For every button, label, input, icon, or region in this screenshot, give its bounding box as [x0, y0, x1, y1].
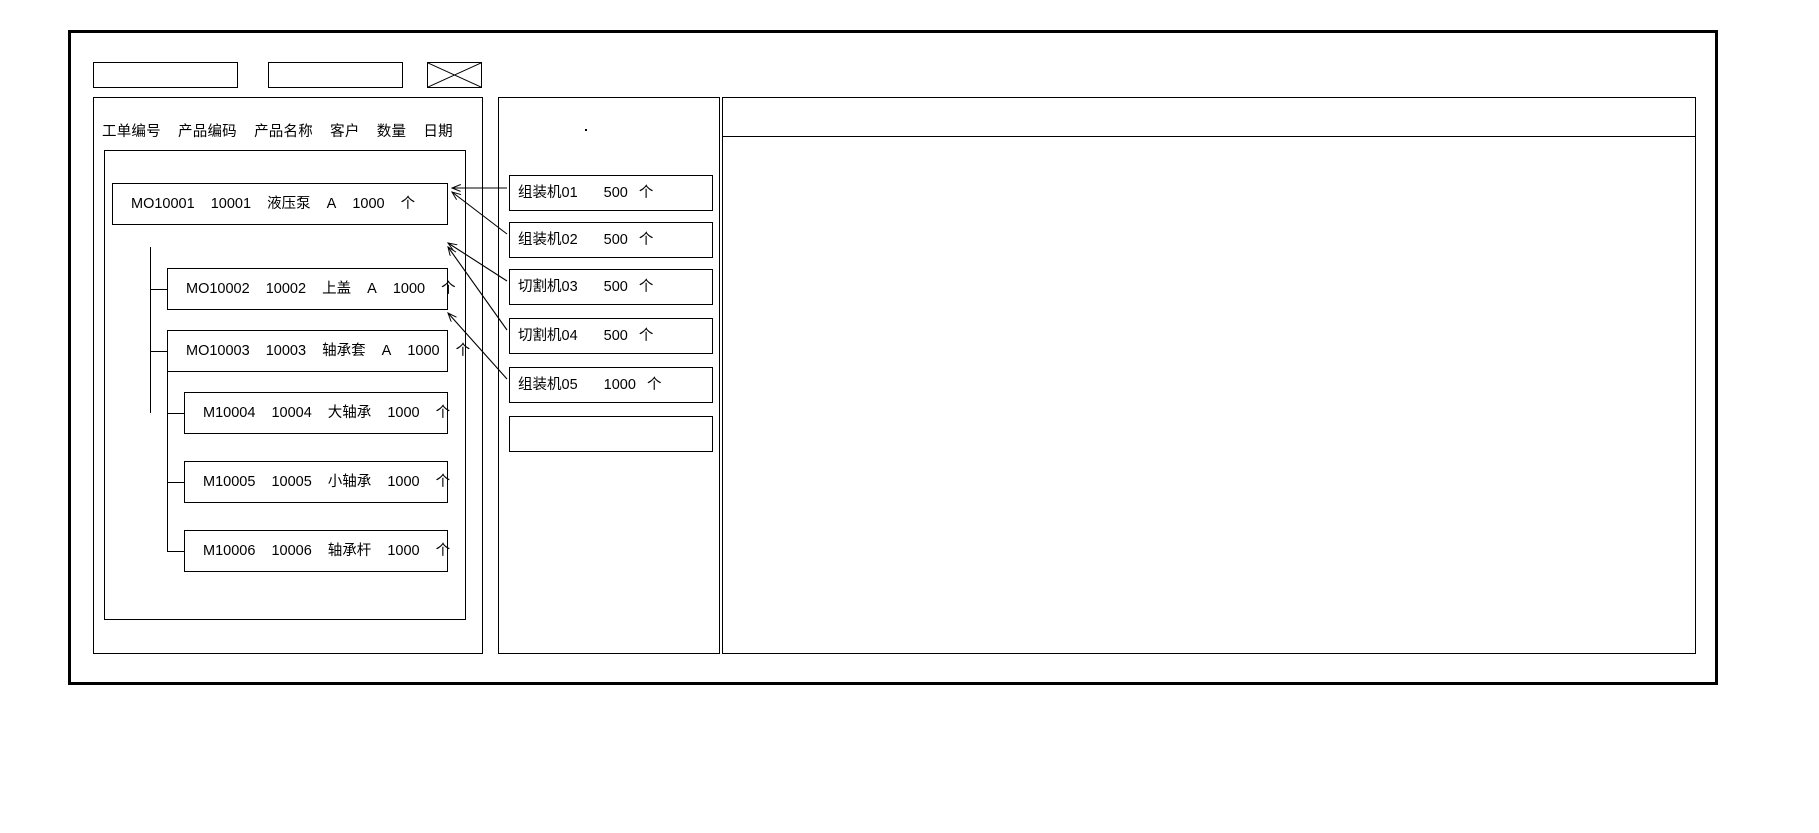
cell-qty: 1000 — [387, 405, 420, 421]
cell-order-no: MO10003 — [186, 343, 250, 359]
tree-connector-trunk-2 — [167, 372, 169, 552]
cell-product-code: 10004 — [271, 405, 312, 421]
tree-row-m10004[interactable]: M10004 10004 大轴承 1000 个 — [184, 392, 451, 434]
machine-qty: 500 — [603, 328, 628, 344]
column-header-customer: 客户 — [330, 124, 360, 140]
cell-product-name: 大轴承 — [327, 405, 372, 421]
machine-row-4[interactable]: 切割机04 500 个 — [509, 318, 713, 354]
cell-unit: 个 — [435, 474, 451, 490]
tree-connector-branch-1 — [150, 289, 167, 291]
cell-customer: A — [367, 281, 377, 297]
cell-qty: 1000 — [387, 474, 420, 490]
machine-name: 切割机03 — [518, 279, 578, 295]
cell-product-code: 10006 — [271, 543, 312, 559]
cell-order-no: M10004 — [203, 405, 256, 421]
detail-panel-header — [723, 98, 1695, 137]
tree-connector-branch-3 — [167, 413, 184, 415]
machine-qty: 500 — [603, 232, 628, 248]
machine-unit: 个 — [638, 328, 654, 344]
cell-order-no: M10006 — [203, 543, 256, 559]
machine-schedule-panel: 组装机01 500 个 组装机02 500 个 切割机03 500 个 切割机0… — [498, 97, 720, 654]
tree-row-m10006[interactable]: M10006 10006 轴承杆 1000 个 — [184, 530, 451, 572]
column-header-qty: 数量 — [376, 124, 407, 140]
panel-marker-dot — [585, 129, 587, 131]
machine-qty: 1000 — [603, 377, 636, 393]
machine-unit: 个 — [646, 377, 662, 393]
machine-unit: 个 — [638, 279, 654, 295]
cell-customer: A — [381, 343, 392, 359]
column-headers: 工单编号 产品编码 产品名称 客户 数量 日期 — [102, 120, 476, 141]
machine-row-5[interactable]: 组装机05 1000 个 — [509, 367, 713, 403]
machine-unit: 个 — [638, 232, 654, 248]
cell-order-no: M10005 — [203, 474, 256, 490]
machine-name: 组装机01 — [518, 185, 578, 201]
tree-connector-trunk-1 — [150, 247, 152, 413]
cell-qty: 1000 — [387, 543, 420, 559]
crossed-box-icon[interactable] — [427, 62, 482, 88]
column-header-product-name: 产品名称 — [254, 124, 313, 140]
cell-unit: 个 — [435, 543, 451, 559]
toolbar-field-2[interactable] — [268, 62, 403, 88]
cell-unit: 个 — [455, 343, 471, 359]
column-header-order-no: 工单编号 — [102, 124, 161, 140]
column-header-date: 日期 — [423, 124, 453, 140]
cell-qty: 1000 — [392, 281, 426, 297]
cell-order-no: MO10002 — [186, 281, 250, 297]
machine-qty: 500 — [603, 279, 628, 295]
cell-unit: 个 — [441, 281, 456, 297]
cell-product-code: 10001 — [210, 196, 252, 212]
work-order-tree: MO10001 10001 液压泵 A 1000 个 MO10002 10002… — [104, 150, 470, 620]
tree-row-mo10003[interactable]: MO10003 10003 轴承套 A 1000 个 — [167, 330, 470, 372]
toolbar-field-1[interactable] — [93, 62, 238, 88]
column-header-product-code: 产品编码 — [178, 124, 237, 140]
tree-connector-branch-4 — [167, 482, 184, 484]
tree-row-m10005[interactable]: M10005 10005 小轴承 1000 个 — [184, 461, 451, 503]
cell-product-code: 10003 — [265, 343, 307, 359]
detail-panel — [722, 97, 1696, 654]
cell-product-name: 轴承杆 — [327, 543, 372, 559]
machine-row-2[interactable]: 组装机02 500 个 — [509, 222, 713, 258]
tree-connector-branch-2 — [150, 351, 167, 353]
machine-name: 组装机05 — [518, 377, 578, 393]
cell-unit: 个 — [400, 196, 416, 212]
machine-row-empty[interactable] — [509, 416, 713, 452]
machine-name: 组装机02 — [518, 232, 578, 248]
cell-product-name: 上盖 — [322, 281, 352, 297]
cell-product-code: 10005 — [271, 474, 312, 490]
tree-row-mo10002[interactable]: MO10002 10002 上盖 A 1000 个 — [167, 268, 456, 310]
cell-product-code: 10002 — [265, 281, 307, 297]
tree-row-mo10001[interactable]: MO10001 10001 液压泵 A 1000 个 — [112, 183, 448, 225]
machine-qty: 500 — [603, 185, 628, 201]
cell-product-name: 轴承套 — [322, 343, 366, 359]
machine-row-3[interactable]: 切割机03 500 个 — [509, 269, 713, 305]
cell-product-name: 液压泵 — [267, 196, 311, 212]
cell-customer: A — [326, 196, 337, 212]
cell-product-name: 小轴承 — [327, 474, 372, 490]
tree-connector-branch-5 — [167, 551, 184, 553]
machine-row-1[interactable]: 组装机01 500 个 — [509, 175, 713, 211]
machine-name: 切割机04 — [518, 328, 578, 344]
machine-unit: 个 — [638, 185, 654, 201]
work-order-panel: 工单编号 产品编码 产品名称 客户 数量 日期 MO10001 10001 液压… — [93, 97, 483, 654]
cell-unit: 个 — [435, 405, 451, 421]
cell-order-no: MO10001 — [131, 196, 195, 212]
cell-qty: 1000 — [352, 196, 385, 212]
cell-qty: 1000 — [407, 343, 440, 359]
